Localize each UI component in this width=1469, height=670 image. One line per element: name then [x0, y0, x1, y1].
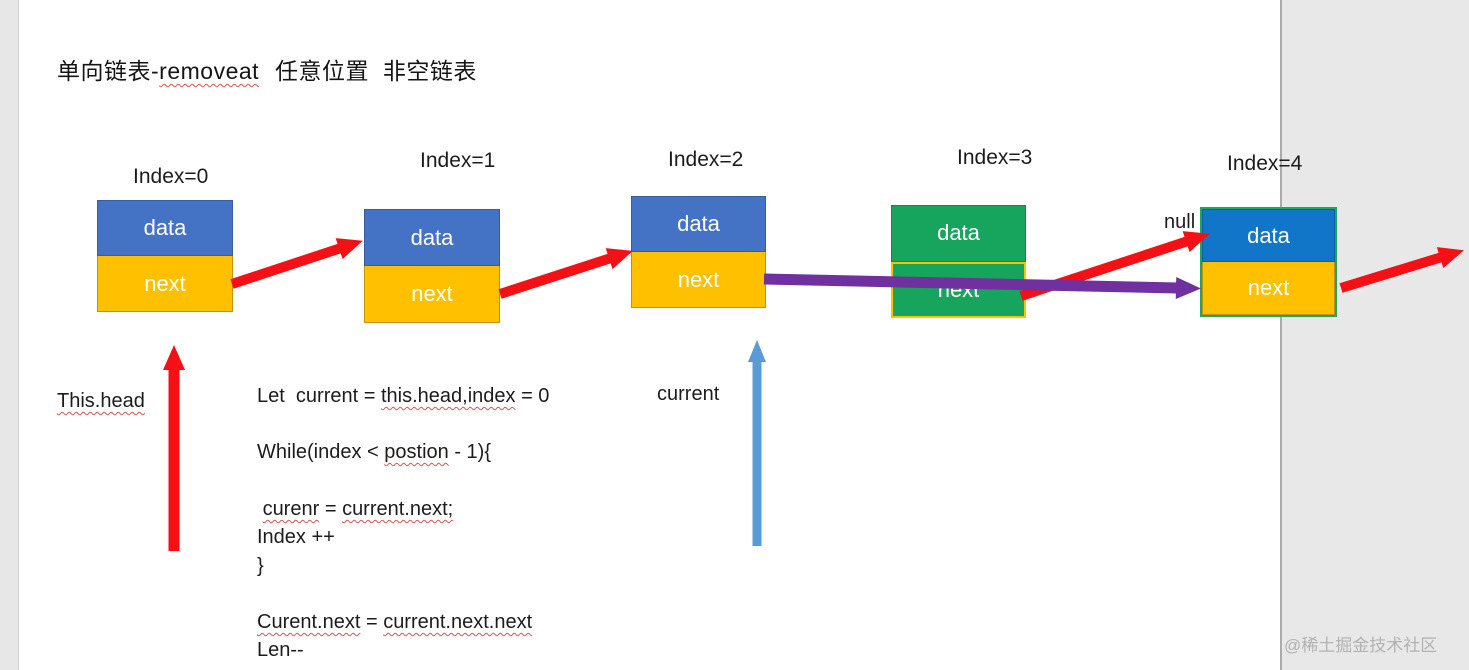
node-0-next-label: next — [144, 270, 186, 296]
code-line-5: } — [257, 555, 264, 577]
node-4-next-label: next — [1247, 275, 1290, 300]
code-line-1: Let current = this.head,index = 0 — [257, 385, 549, 408]
left-gray-gutter — [0, 0, 19, 670]
node-2-next-label: next — [677, 266, 720, 292]
index-label-0: Index=0 — [133, 165, 209, 188]
code-1c: = 0 — [515, 385, 550, 407]
node-3-next-label: next — [937, 276, 980, 302]
title-misspelled-word: removeat — [159, 58, 260, 84]
next-pointer-arrow-3-4 — [1019, 231, 1210, 301]
code-2b-misspelled: postion — [384, 441, 449, 463]
node-1-data-label: data — [410, 224, 454, 250]
code-3c: = — [319, 498, 343, 520]
title-part1: 单向链表- — [57, 58, 160, 84]
node-2-next-cell: next — [631, 252, 766, 308]
current-label: current — [657, 383, 720, 405]
code-line-2: While(index < postion - 1){ — [257, 441, 491, 464]
index-label-3: Index=3 — [957, 146, 1033, 169]
node-1-data-cell: data — [364, 209, 500, 266]
node-4-data-cell: data — [1202, 209, 1335, 262]
list-node-0: data next — [97, 200, 233, 312]
code-1a: Let current = — [257, 385, 381, 407]
code-line-7: Len-- — [257, 639, 304, 661]
next-pointer-arrow-0-1 — [230, 238, 363, 289]
code-line-6: Curent.next = current.next.next — [257, 611, 532, 634]
index-label-2: Index=2 — [668, 148, 744, 171]
code-3d-misspelled: current.next; — [342, 498, 454, 520]
code-line-4: Index ++ — [257, 526, 335, 548]
right-gray-panel — [1280, 0, 1469, 670]
node-0-data-cell: data — [97, 200, 233, 256]
code-6c-misspelled: current.next.next — [383, 611, 533, 633]
node-3-data-cell: data — [891, 205, 1026, 262]
node-1-next-label: next — [411, 281, 453, 306]
this-head-label: This.head — [57, 390, 145, 412]
next-pointer-arrow-1-2 — [498, 248, 633, 299]
node-4-next-cell: next — [1202, 262, 1335, 315]
node-0-data-label: data — [143, 215, 187, 240]
index-label-4: Index=4 — [1227, 152, 1303, 175]
list-node-1: data next — [364, 209, 500, 323]
code-line-3: curenr = current.next; — [257, 498, 454, 521]
code-1b-misspelled: this.head,index — [380, 385, 516, 407]
null-label: null — [1164, 211, 1196, 233]
code-6b: = — [360, 611, 384, 633]
node-4-data-label: data — [1247, 222, 1290, 248]
node-2-data-label: data — [677, 211, 720, 236]
list-node-4: data next — [1200, 207, 1337, 317]
node-3-next-cell: next — [891, 261, 1026, 318]
code-6a-misspelled: Curent.next — [257, 611, 361, 633]
node-3-data-label: data — [937, 220, 980, 246]
list-node-3: data next — [891, 205, 1026, 318]
code-2c: - 1){ — [448, 441, 492, 463]
diagram-title: 单向链表-removeat 任意位置 非空链表 — [57, 52, 477, 86]
node-2-data-cell: data — [631, 196, 766, 252]
code-3b-misspelled: curenr — [262, 498, 320, 520]
list-node-2: data next — [631, 196, 766, 308]
title-part3: 任意位置 非空链表 — [275, 58, 477, 84]
index-label-1: Index=1 — [420, 149, 496, 172]
node-1-next-cell: next — [364, 266, 500, 323]
node-0-next-cell: next — [97, 256, 233, 312]
code-2a: While(index < — [257, 441, 385, 463]
juejin-watermark: @稀土掘金技术社区 — [1284, 636, 1438, 655]
